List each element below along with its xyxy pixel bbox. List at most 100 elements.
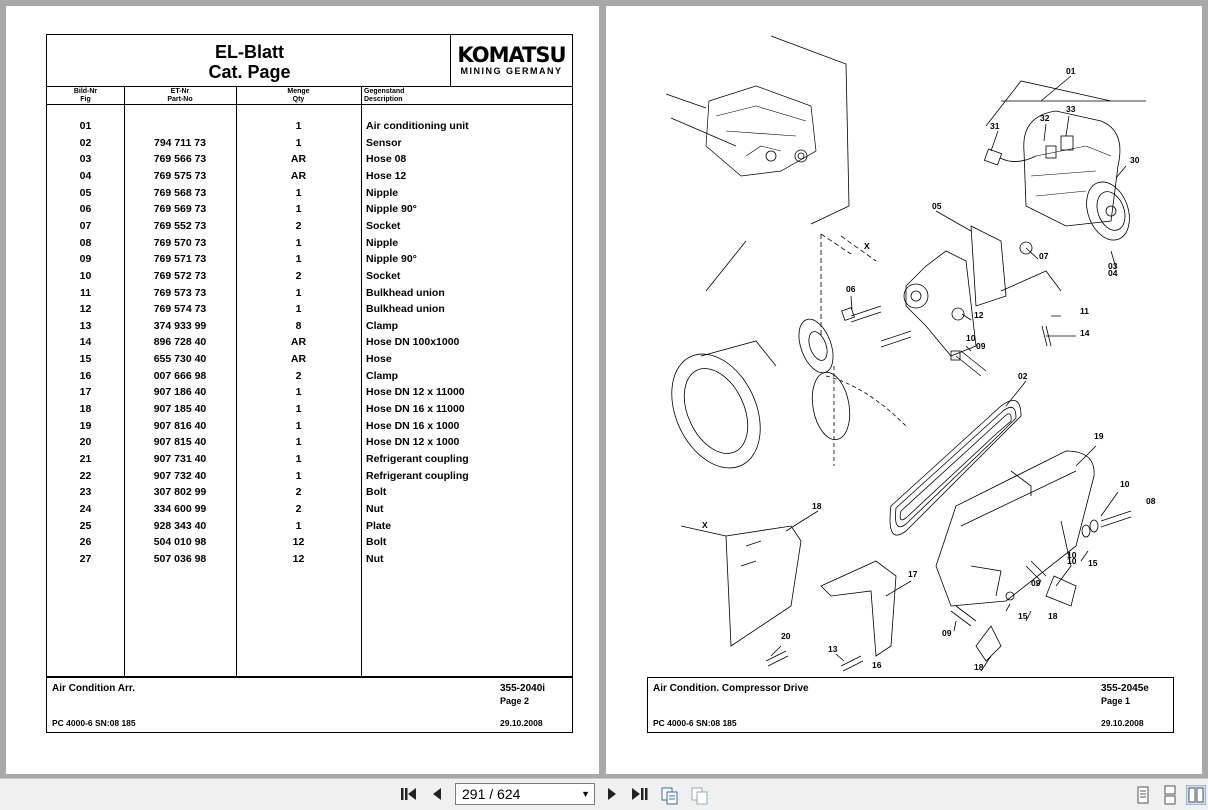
part-number-cell: 907 732 40 [153,469,207,482]
title-line-2: Cat. Page [208,62,291,82]
fig-cell: 08 [79,236,92,249]
fig-cell: 26 [79,536,92,549]
part-number-cell: 769 571 73 [153,253,207,266]
quantity-cell: 1 [295,203,302,216]
part-number-cell: 769 570 73 [153,236,207,249]
quantity-cell: 1 [295,386,302,399]
description-cell: Socket [366,219,401,232]
callout-label: 15 [1018,611,1028,621]
callout-label: 10 [1067,550,1077,560]
fig-cell: 06 [79,203,92,216]
quantity-cell: 1 [295,403,302,416]
quantity-cell: AR [290,169,307,182]
part-number-cell: 307 802 99 [153,486,207,499]
quantity-cell: 2 [295,502,302,515]
quantity-cell: 2 [295,369,302,382]
fig-cell: 17 [79,386,92,399]
callout-label: 32 [1040,113,1050,123]
footer-right: Air Condition. Compressor Drive 355-2045… [647,677,1174,733]
fig-cell: 03 [79,153,92,166]
reference-mark-x: X [702,520,708,530]
description-cell: Plate [366,519,392,532]
callout-label: 10 [1067,556,1077,566]
footer-doc-no: 355-2040i [500,683,546,694]
description-cell: Hose DN 100x1000 [366,336,460,349]
viewer-toolbar: 291 / 624 ▼ [0,778,1208,810]
description-cell: Sensor [366,136,402,149]
reference-mark-x: X [864,241,870,251]
page-number-field[interactable]: 291 / 624 ▼ [455,783,595,805]
part-number-cell: 769 573 73 [153,286,207,299]
description-cell: Nipple 90° [366,253,417,266]
description-cell: Socket [366,269,401,282]
description-cell: Refrigerant coupling [366,469,469,482]
callout-label: 17 [908,569,918,579]
callout-label: 20 [781,631,791,641]
description-cell: Refrigerant coupling [366,453,469,465]
quantity-cell: 1 [295,120,302,132]
fig-cell: 18 [79,403,92,416]
fig-cell: 16 [79,369,92,382]
last-page-icon[interactable] [630,784,650,804]
callout-label: 18 [1048,611,1058,621]
part-number-cell: 928 343 40 [153,519,207,532]
previous-page-icon[interactable] [427,784,447,804]
footer-title: Air Condition. Compressor Drive [653,683,809,694]
fig-cell: 14 [79,336,92,349]
footer-page: Page 2 [500,696,530,706]
fig-cell: 27 [79,552,92,565]
fig-cell: 22 [79,469,92,482]
description-cell: Nut [366,552,384,565]
paste-icon[interactable] [690,785,710,805]
part-number-cell: 769 569 73 [153,203,207,216]
quantity-cell: 1 [295,419,302,432]
copy-icon[interactable] [660,785,680,805]
chevron-down-icon[interactable]: ▼ [581,789,590,799]
description-cell: Hose DN 16 x 11000 [366,403,465,416]
quantity-cell: 1 [295,236,302,249]
part-number-cell: 334 600 99 [153,502,207,515]
continuous-view-icon[interactable] [1160,785,1180,805]
part-number-cell: 907 185 40 [153,403,207,416]
callout-label: 10 [1120,479,1130,489]
callout-label: 04 [1108,268,1118,278]
single-page-view-icon[interactable] [1133,785,1153,805]
quantity-cell: 1 [295,436,302,449]
fig-cell: 10 [79,269,92,282]
callout-label: 19 [1094,431,1104,441]
description-cell: Nipple [366,236,399,249]
table-row: 08 769 570 73 1 Nipple [47,236,572,253]
two-page-view-icon[interactable] [1186,785,1206,805]
footer-doc-no: 355-2045e [1101,683,1149,694]
next-page-icon[interactable] [602,784,622,804]
part-number-cell: 896 728 40 [153,336,207,349]
part-number-cell: 769 574 73 [153,303,207,316]
callout-label: 33 [1066,104,1076,114]
fig-cell: 15 [79,353,92,366]
fig-cell: 23 [79,486,92,499]
part-number-cell: 794 711 73 [154,136,206,149]
quantity-cell: 1 [295,136,302,149]
description-cell: Bolt [366,536,387,549]
first-page-icon[interactable] [398,784,418,804]
callout-label: 31 [990,121,1000,131]
fig-cell: 05 [79,186,92,199]
footer-model: PC 4000-6 SN:08 185 [52,718,136,728]
fig-cell: 09 [79,253,92,266]
part-number-cell: 769 568 73 [153,186,207,199]
quantity-cell: 1 [295,469,302,482]
